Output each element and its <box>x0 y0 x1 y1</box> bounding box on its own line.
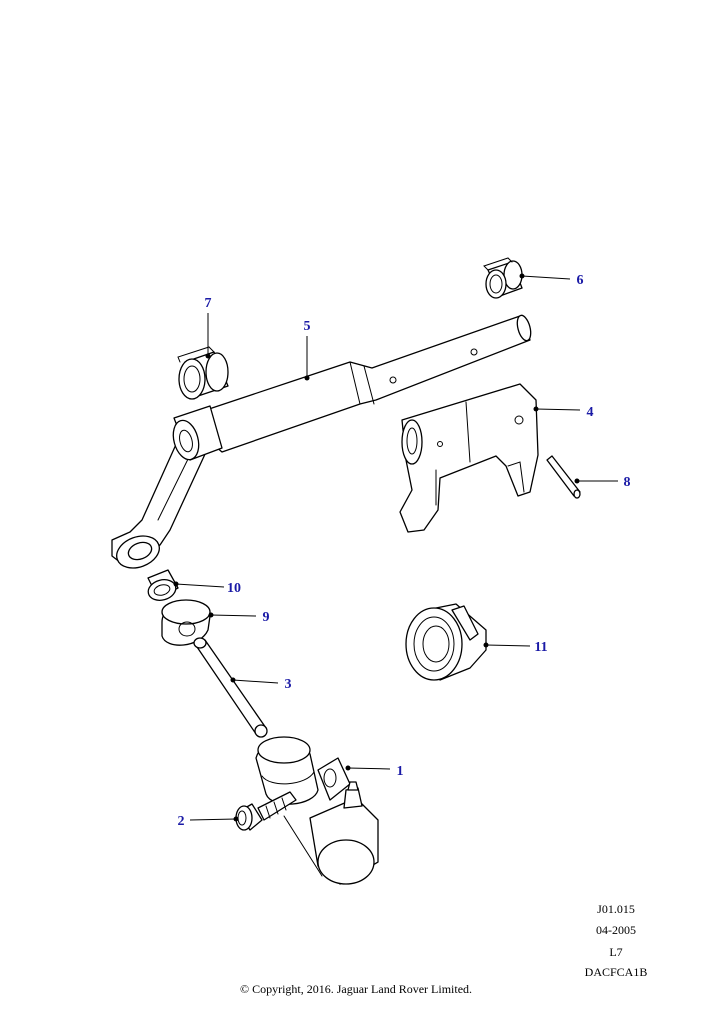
part-7-bush <box>177 346 229 400</box>
part-1-slave-cylinder <box>255 736 379 885</box>
callout-7: 7 <box>205 296 212 311</box>
callout-9: 9 <box>263 610 270 625</box>
callout-11: 11 <box>534 640 547 655</box>
callout-4: 4 <box>587 405 594 420</box>
callout-10: 10 <box>227 581 241 596</box>
part-9-pivot-cup <box>161 599 211 646</box>
reference-code: J01.015 <box>597 902 635 916</box>
callout-6: 6 <box>577 273 584 288</box>
part-3-push-rod <box>193 637 268 738</box>
callout-labels: 7 5 6 4 8 10 9 3 11 1 2 <box>178 273 631 829</box>
part-2-bolt <box>235 791 297 831</box>
callout-1: 1 <box>397 764 404 779</box>
part-11-release-bearing <box>405 603 487 681</box>
callout-2: 2 <box>178 814 185 829</box>
part-6-bush <box>483 257 523 299</box>
callout-8: 8 <box>624 475 631 490</box>
part-4-fork <box>399 383 539 533</box>
copyright-notice: © Copyright, 2016. Jaguar Land Rover Lim… <box>239 982 473 996</box>
callout-5: 5 <box>304 319 311 334</box>
leader-lines <box>173 273 618 822</box>
part-5-cross-shaft <box>111 314 532 569</box>
part-10-bush <box>147 569 179 601</box>
part-8-roll-pin <box>546 455 581 499</box>
reference-id: DACFCA1B <box>584 965 648 979</box>
reference-date: 04-2005 <box>596 923 636 937</box>
callout-3: 3 <box>285 677 292 692</box>
reference-revision: L7 <box>609 945 623 959</box>
